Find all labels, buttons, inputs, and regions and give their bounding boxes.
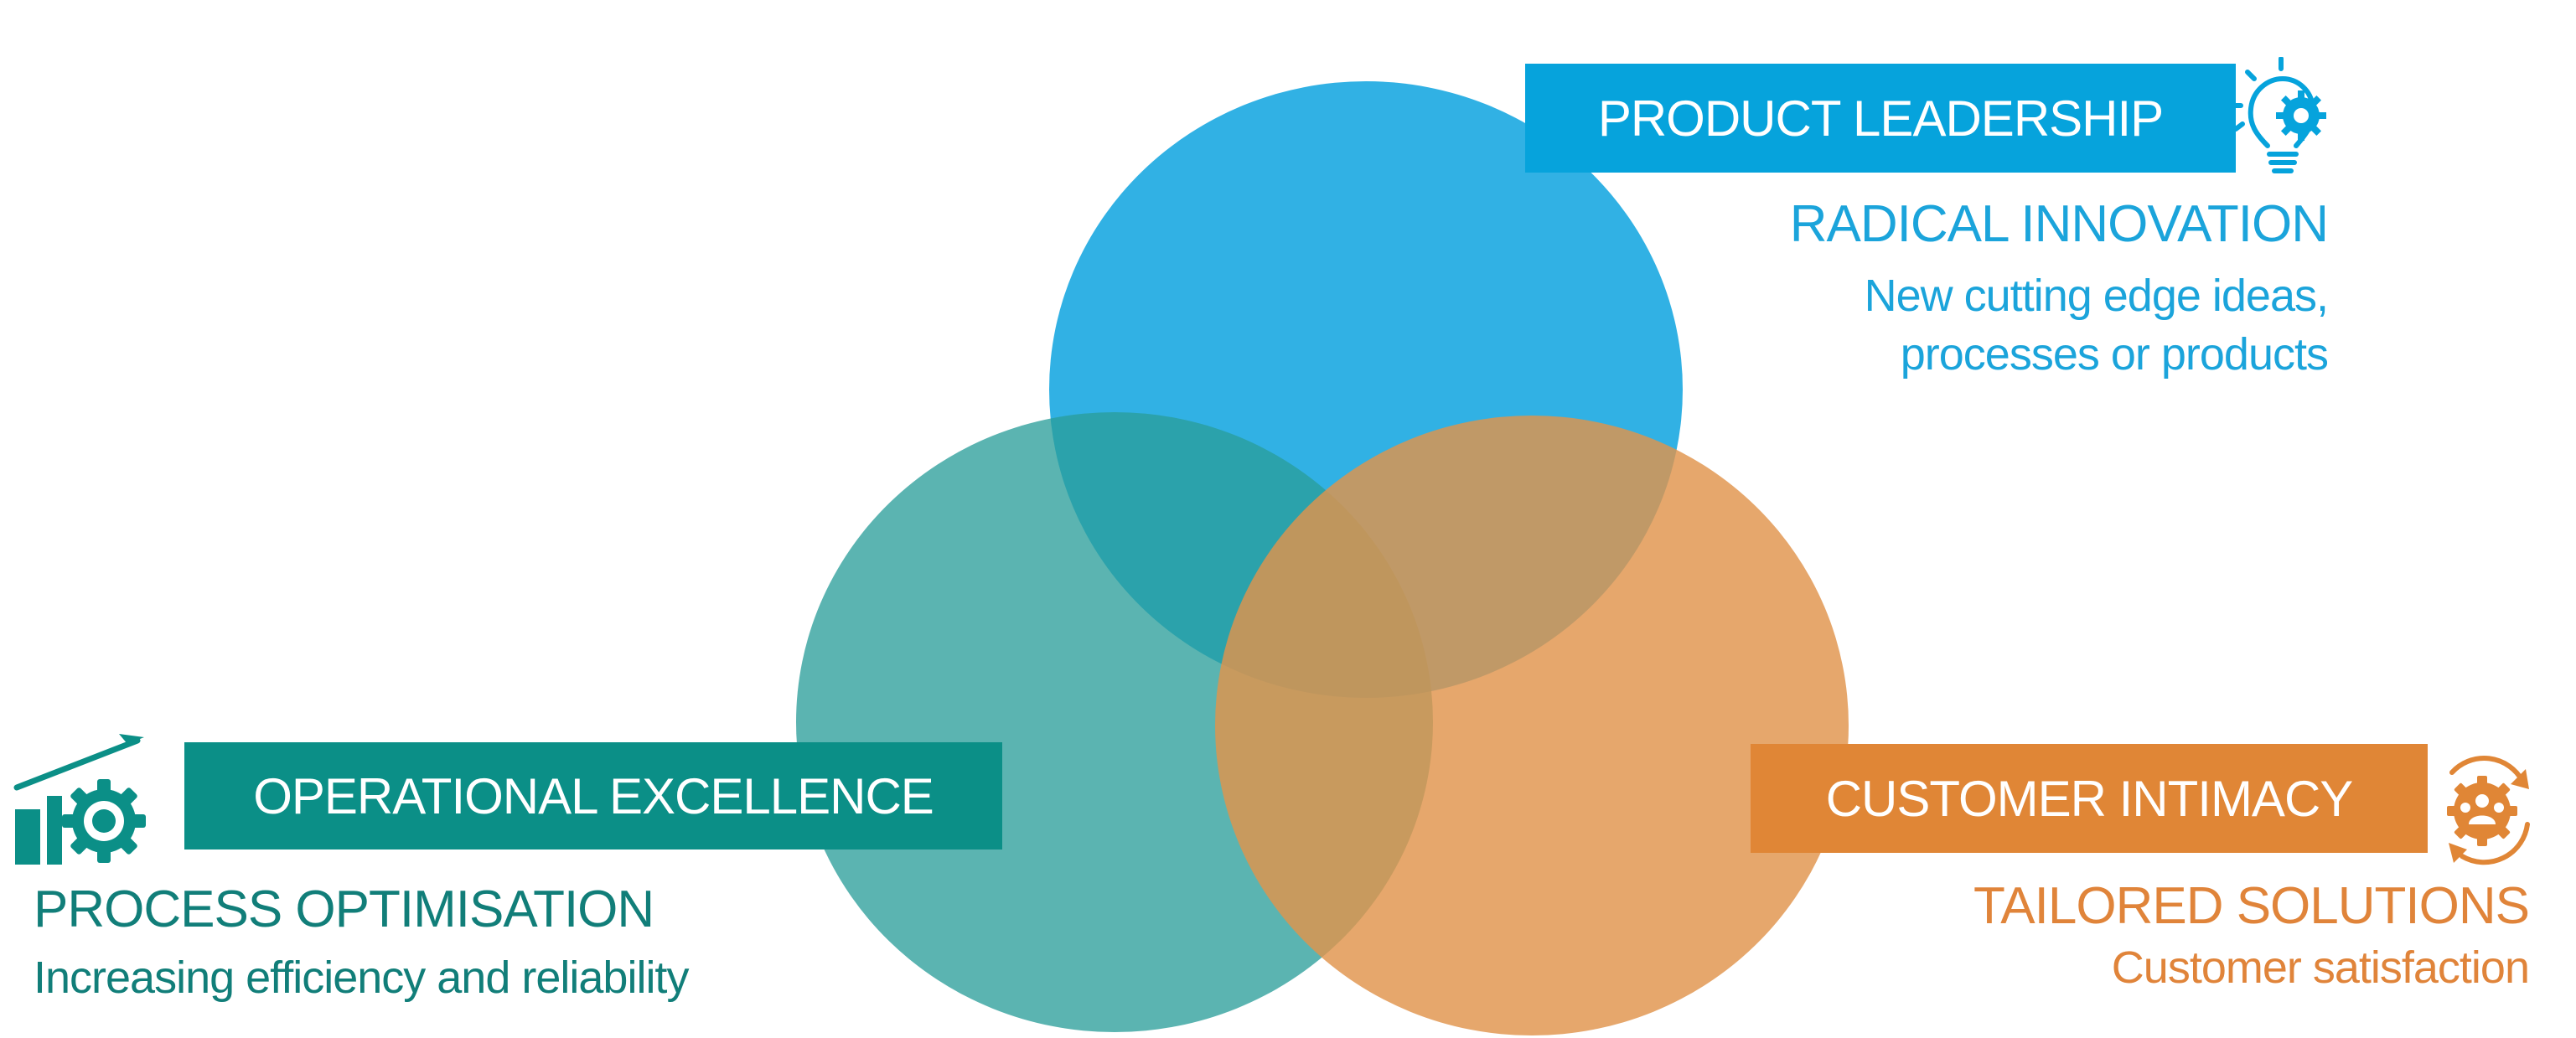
operational-excellence-label-text: OPERATIONAL EXCELLENCE — [253, 767, 934, 824]
product-description-line-1: New cutting edge ideas, — [1864, 271, 2329, 321]
process-optimisation-heading: PROCESS OPTIMISATION — [34, 880, 654, 938]
operational-excellence-label: OPERATIONAL EXCELLENCE — [184, 742, 1002, 850]
tailored-solutions-heading: TAILORED SOLUTIONS — [1973, 877, 2530, 935]
customer-description: Customer satisfaction — [2111, 942, 2530, 993]
lightbulb-gear-icon — [2231, 57, 2326, 173]
chart-gear-icon — [13, 734, 146, 865]
operational-description: Increasing efficiency and reliability — [34, 953, 689, 1003]
circle-customer-intimacy — [1215, 416, 1849, 1035]
people-gear-icon — [2447, 756, 2530, 865]
product-description-line-2: processes or products — [1900, 329, 2329, 380]
product-leadership-label: PRODUCT LEADERSHIP — [1525, 64, 2236, 173]
radical-innovation-heading: RADICAL INNOVATION — [1789, 195, 2329, 253]
customer-intimacy-label-text: CUSTOMER INTIMACY — [1825, 770, 2354, 827]
product-leadership-label-text: PRODUCT LEADERSHIP — [1597, 90, 2164, 147]
customer-intimacy-label: CUSTOMER INTIMACY — [1751, 744, 2428, 853]
